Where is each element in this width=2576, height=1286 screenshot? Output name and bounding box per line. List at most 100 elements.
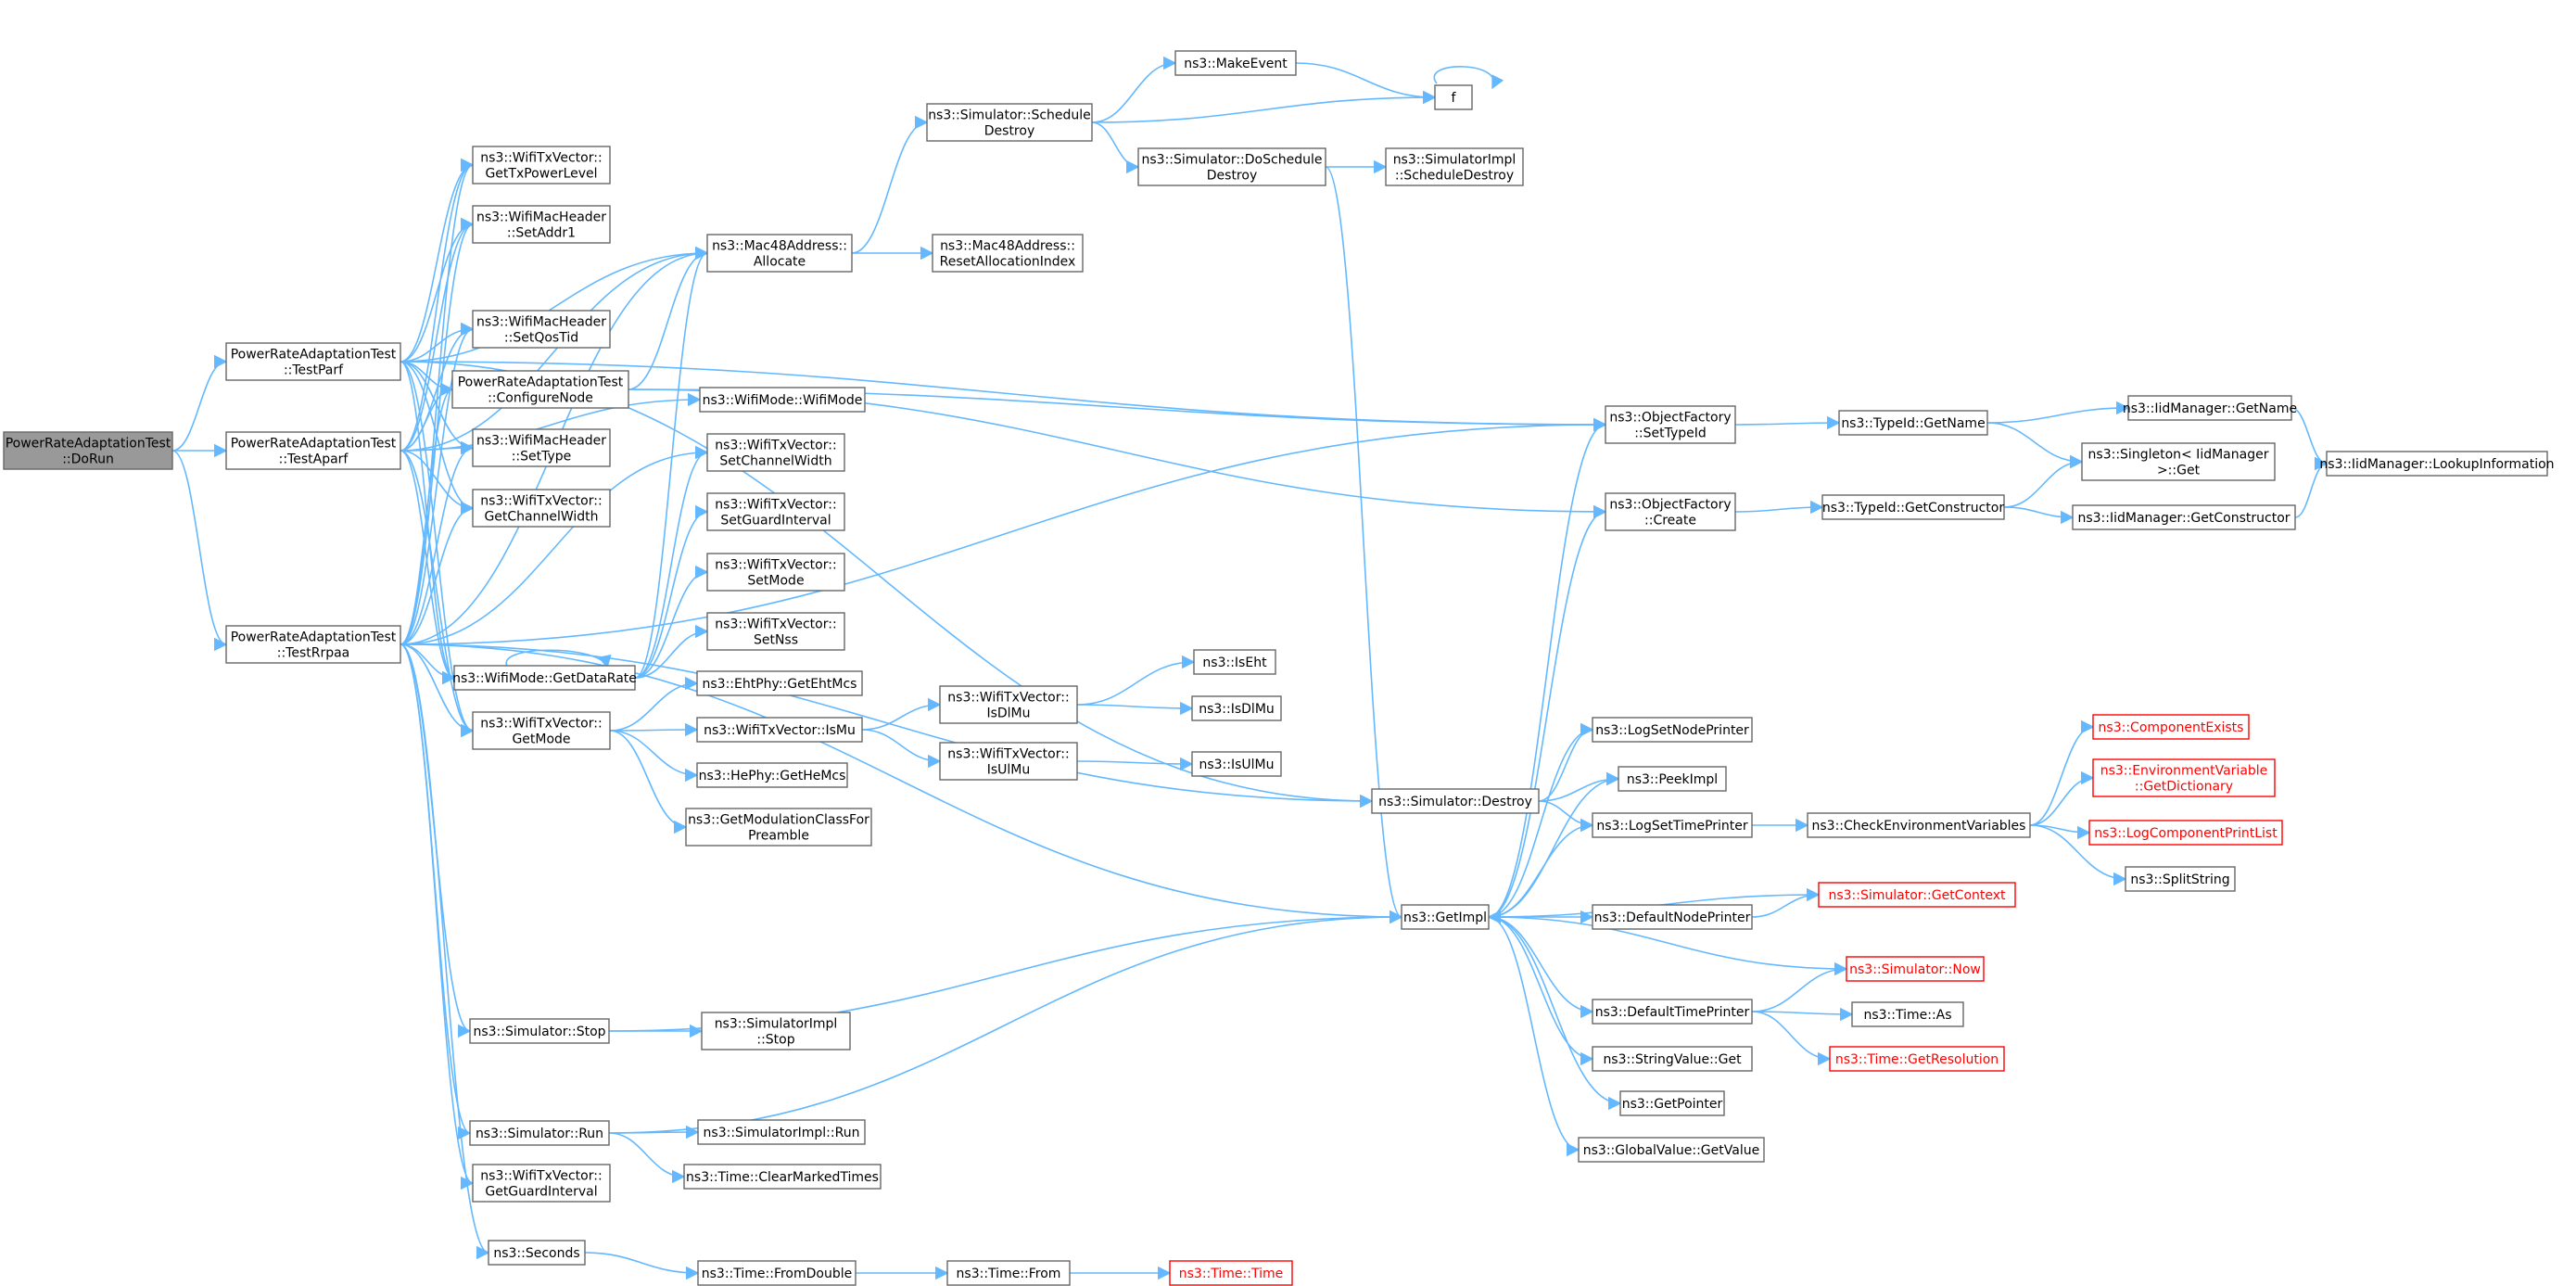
node-box-resetalloc — [932, 234, 1084, 273]
node-wifimode[interactable]: ns3::WifiMode::WifiMode — [699, 387, 866, 413]
node-dorun[interactable]: PowerRateAdaptationTest::DoRun — [3, 431, 173, 470]
node-getdatarate[interactable]: ns3::WifiMode::GetDataRate — [452, 665, 637, 691]
node-box-simdestroy — [1371, 788, 1540, 814]
node-testparf[interactable]: PowerRateAdaptationTest::TestParf — [225, 342, 401, 381]
node-label-timefrom-0: ns3::Time::From — [957, 1267, 1061, 1281]
edge-testparf-to-gettxpowerlevel — [400, 158, 475, 363]
node-simdestroy[interactable]: ns3::Simulator::Destroy — [1371, 788, 1540, 814]
node-setguardinterval[interactable]: ns3::WifiTxVector::SetGuardInterval — [706, 492, 845, 531]
node-scheddestroy[interactable]: ns3::Simulator::ScheduleDestroy — [926, 103, 1093, 142]
node-timetime[interactable]: ns3::Time::Time — [1169, 1260, 1293, 1286]
node-label-testrrpaa-1: ::TestRrpaa — [277, 646, 350, 661]
node-getpointer[interactable]: ns3::GetPointer — [1619, 1090, 1725, 1116]
node-f[interactable]: f — [1434, 84, 1473, 110]
edge-testparf-to-macallocate — [400, 246, 709, 363]
node-macallocate[interactable]: ns3::Mac48Address::Allocate — [706, 234, 853, 273]
node-setnss[interactable]: ns3::WifiTxVector::SetNss — [706, 612, 845, 651]
node-setqostid[interactable]: ns3::WifiMacHeader::SetQosTid — [472, 310, 611, 349]
nodes: PowerRateAdaptationTest::DoRunPowerRateA… — [3, 50, 2555, 1286]
node-configurenode[interactable]: PowerRateAdaptationTest::ConfigureNode — [451, 370, 629, 409]
node-ofcreate[interactable]: ns3::ObjectFactory::Create — [1605, 492, 1736, 531]
node-timeas[interactable]: ns3::Time::As — [1851, 1001, 1964, 1027]
node-seconds[interactable]: ns3::Seconds — [488, 1240, 586, 1266]
node-clearmarked[interactable]: ns3::Time::ClearMarkedTimes — [683, 1164, 882, 1190]
node-getcontext[interactable]: ns3::Simulator::GetContext — [1818, 882, 2016, 908]
node-lookupinfo[interactable]: ns3::IidManager::LookupInformation — [2319, 451, 2555, 477]
node-globalget[interactable]: ns3::GlobalValue::GetValue — [1578, 1137, 1765, 1163]
node-label-implstop-0: ns3::SimulatorImpl — [715, 1017, 838, 1032]
node-isulmu[interactable]: ns3::WifiTxVector::IsUlMu — [939, 742, 1078, 781]
node-label-defaulttime-0: ns3::DefaultTimePrinter — [1595, 1005, 1750, 1020]
node-makeevent[interactable]: ns3::MakeEvent — [1174, 50, 1297, 76]
node-simstop[interactable]: ns3::Simulator::Stop — [469, 1018, 610, 1044]
node-splitstring[interactable]: ns3::SplitString — [2125, 866, 2236, 892]
node-implrun[interactable]: ns3::SimulatorImpl::Run — [697, 1119, 866, 1145]
node-getchannelwidth[interactable]: ns3::WifiTxVector::GetChannelWidth — [472, 489, 611, 528]
node-label-setaddr1-1: ::SetAddr1 — [507, 226, 576, 241]
node-getguardinterval[interactable]: ns3::WifiTxVector::GetGuardInterval — [472, 1164, 611, 1203]
node-setaddr1[interactable]: ns3::WifiMacHeader::SetAddr1 — [472, 205, 611, 244]
node-ismu[interactable]: ns3::WifiTxVector::IsMu — [696, 717, 863, 743]
node-box-logsetnode — [1592, 717, 1753, 743]
node-label-setnss-1: SetNss — [754, 633, 798, 648]
edge-getmode-to-gethemcs — [609, 730, 699, 783]
node-iseht[interactable]: ns3::IsEht — [1193, 649, 1276, 675]
node-label-envgetdict-1: ::GetDictionary — [2135, 780, 2233, 795]
node-label-isdlmu2-0: ns3::IsDlMu — [1199, 702, 1275, 717]
node-testaparf[interactable]: PowerRateAdaptationTest::TestAparf — [225, 431, 401, 470]
node-isdlmu2[interactable]: ns3::IsDlMu — [1191, 695, 1282, 721]
node-label-macallocate-0: ns3::Mac48Address:: — [712, 239, 847, 254]
node-isdlmu[interactable]: ns3::WifiTxVector::IsDlMu — [939, 685, 1078, 724]
node-defaulttime[interactable]: ns3::DefaultTimePrinter — [1592, 999, 1753, 1025]
node-typeidgetctor[interactable]: ns3::TypeId::GetConstructor — [1821, 494, 2005, 520]
node-getimpl[interactable]: ns3::GetImpl — [1401, 904, 1490, 930]
node-setmode[interactable]: ns3::WifiTxVector::SetMode — [706, 553, 845, 592]
node-peekimpl[interactable]: ns3::PeekImpl — [1618, 766, 1727, 792]
node-label-getimpl-0: ns3::GetImpl — [1403, 910, 1487, 925]
node-implstop[interactable]: ns3::SimulatorImpl::Stop — [701, 1012, 851, 1050]
node-getmode[interactable]: ns3::WifiTxVector::GetMode — [472, 711, 611, 750]
node-logsetnode[interactable]: ns3::LogSetNodePrinter — [1592, 717, 1753, 743]
edge-testaparf-to-setaddr1 — [400, 217, 475, 452]
node-label-setnss-0: ns3::WifiTxVector:: — [715, 618, 836, 632]
node-box-simrun — [469, 1120, 610, 1146]
node-stringget[interactable]: ns3::StringValue::Get — [1592, 1046, 1753, 1072]
node-singletonget[interactable]: ns3::Singleton< IidManager>::Get — [2081, 442, 2276, 481]
node-logsettime[interactable]: ns3::LogSetTimePrinter — [1592, 812, 1753, 838]
node-simnow[interactable]: ns3::Simulator::Now — [1846, 956, 1985, 982]
node-logcomplist[interactable]: ns3::LogComponentPrintList — [2088, 820, 2283, 846]
node-timefrom[interactable]: ns3::Time::From — [946, 1260, 1071, 1286]
edge-getimpl-to-getpointer — [1488, 916, 1622, 1111]
node-defaultnode[interactable]: ns3::DefaultNodePrinter — [1592, 904, 1753, 930]
node-box-splitstring — [2125, 866, 2236, 892]
node-label-setmode-1: SetMode — [747, 574, 804, 589]
node-label-peekimpl-0: ns3::PeekImpl — [1627, 772, 1718, 787]
node-box-iseht — [1193, 649, 1276, 675]
node-isulmu2[interactable]: ns3::IsUlMu — [1191, 751, 1282, 777]
node-setchannelwidth[interactable]: ns3::WifiTxVector::SetChannelWidth — [706, 433, 845, 472]
node-gettxpowerlevel[interactable]: ns3::WifiTxVector::GetTxPowerLevel — [472, 146, 611, 185]
node-simrun[interactable]: ns3::Simulator::Run — [469, 1120, 610, 1146]
node-settypeid[interactable]: ns3::ObjectFactory::SetTypeId — [1605, 405, 1736, 444]
node-testrrpaa[interactable]: PowerRateAdaptationTest::TestRrpaa — [225, 625, 401, 664]
edge-settypeid-to-typeidgetname — [1734, 415, 1841, 430]
node-getresolution[interactable]: ns3::Time::GetResolution — [1829, 1046, 2005, 1072]
node-gethemcs[interactable]: ns3::HePhy::GetHeMcs — [696, 762, 848, 788]
node-typeidgetname[interactable]: ns3::TypeId::GetName — [1838, 410, 1988, 436]
node-fromdouble[interactable]: ns3::Time::FromDouble — [697, 1260, 857, 1286]
node-implscheddestroy[interactable]: ns3::SimulatorImpl::ScheduleDestroy — [1385, 147, 1524, 186]
node-iidgetname[interactable]: ns3::IidManager::GetName — [2123, 395, 2297, 421]
node-envgetdict[interactable]: ns3::EnvironmentVariable::GetDictionary — [2092, 758, 2276, 797]
node-componentexists[interactable]: ns3::ComponentExists — [2092, 714, 2250, 740]
node-settype[interactable]: ns3::WifiMacHeader::SetType — [472, 428, 611, 467]
node-box-makeevent — [1174, 50, 1297, 76]
node-box-setguardinterval — [706, 492, 845, 531]
node-box-timetime — [1169, 1260, 1293, 1286]
node-label-logsettime-0: ns3::LogSetTimePrinter — [1596, 819, 1748, 834]
node-iidgetctor[interactable]: ns3::IidManager::GetConstructor — [2072, 504, 2296, 530]
node-checkenv[interactable]: ns3::CheckEnvironmentVariables — [1807, 812, 2031, 838]
node-resetalloc[interactable]: ns3::Mac48Address::ResetAllocationIndex — [932, 234, 1084, 273]
node-getehtmcs[interactable]: ns3::EhtPhy::GetEhtMcs — [696, 670, 863, 696]
